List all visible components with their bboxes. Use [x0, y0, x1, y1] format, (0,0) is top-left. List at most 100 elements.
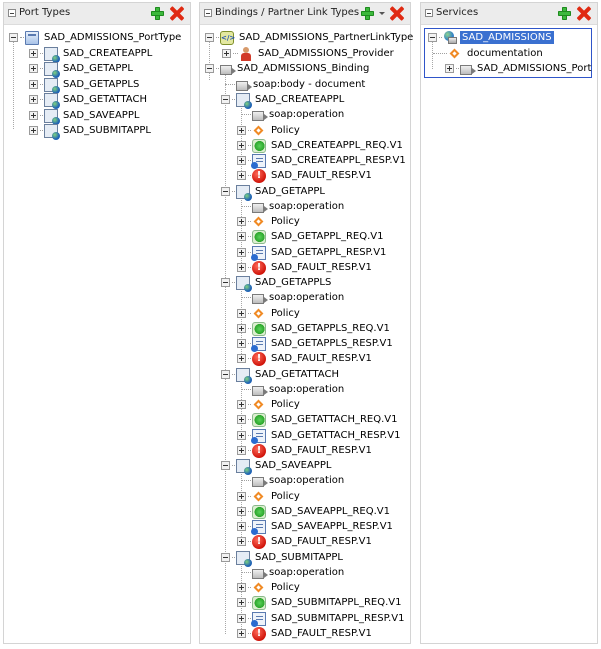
expand-toggle-icon[interactable] [237, 309, 246, 318]
expand-toggle-icon[interactable] [237, 507, 246, 516]
expand-toggle-icon[interactable] [237, 492, 246, 501]
add-port-type-icon[interactable] [150, 6, 165, 21]
tree-node-req[interactable]: SAD_GETAPPLS_REQ.V1 [237, 321, 392, 336]
tree-node-policy[interactable]: Policy [237, 580, 302, 595]
expand-toggle-icon[interactable] [237, 171, 246, 180]
expand-toggle-icon[interactable] [237, 614, 246, 623]
tree-node-req[interactable]: SAD_GETATTACH_REQ.V1 [237, 412, 400, 427]
add-service-icon[interactable] [557, 6, 572, 21]
expand-toggle-icon[interactable] [237, 583, 246, 592]
tree-node-fault[interactable]: SAD_FAULT_RESP.V1 [237, 534, 374, 549]
tree-node-soap-operation[interactable]: soap:operation [241, 290, 346, 305]
expand-toggle-icon[interactable] [237, 339, 246, 348]
expand-toggle-icon[interactable] [237, 263, 246, 272]
tree-node-resp[interactable]: SAD_SAVEAPPL_RESP.V1 [237, 519, 395, 535]
tree-node-port[interactable]: SAD_ADMISSIONS_Port [445, 61, 593, 76]
collapse-toggle-icon[interactable] [221, 187, 230, 196]
collapse-toggle-icon[interactable] [205, 33, 214, 42]
expand-toggle-icon[interactable] [237, 156, 246, 165]
tree-node-operation[interactable]: SAD_SAVEAPPL [29, 108, 141, 125]
tree-node-policy[interactable]: Policy [237, 489, 302, 504]
tree-node-porttype[interactable]: SAD_ADMISSIONS_PortType [9, 30, 183, 45]
expand-toggle-icon[interactable] [29, 64, 38, 73]
tree-node-resp[interactable]: SAD_CREATEAPPL_RESP.V1 [237, 153, 408, 169]
tree-node-policy[interactable]: Policy [237, 306, 302, 321]
collapse-toggle-icon[interactable] [428, 33, 437, 42]
tree-node-operation[interactable]: SAD_GETAPPL [29, 61, 135, 78]
tree-node-fault[interactable]: SAD_FAULT_RESP.V1 [237, 626, 374, 641]
tree-node-resp[interactable]: SAD_SUBMITAPPL_RESP.V1 [237, 611, 406, 627]
expand-toggle-icon[interactable] [29, 95, 38, 104]
collapse-toggle-icon[interactable] [221, 553, 230, 562]
tree-node-documentation[interactable]: documentation [433, 46, 545, 61]
tree-node-provider-role[interactable]: SAD_ADMISSIONS_Provider [222, 46, 396, 61]
expand-toggle-icon[interactable] [237, 141, 246, 150]
collapse-toggle-icon[interactable] [221, 95, 230, 104]
tree-node-binding[interactable]: SAD_ADMISSIONS_Binding [205, 61, 371, 76]
expand-toggle-icon[interactable] [237, 400, 246, 409]
add-binding-icon[interactable] [360, 6, 375, 21]
expand-toggle-icon[interactable] [29, 49, 38, 58]
delete-service-icon[interactable] [576, 6, 591, 21]
collapse-toggle-icon[interactable] [221, 461, 230, 470]
tree-node-binding-operation[interactable]: SAD_CREATEAPPL [221, 92, 346, 109]
tree-node-binding-operation[interactable]: SAD_GETATTACH [221, 367, 341, 384]
expand-toggle-icon[interactable] [237, 522, 246, 531]
tree-node-req[interactable]: SAD_CREATEAPPL_REQ.V1 [237, 138, 405, 153]
tree-node-binding-operation[interactable]: SAD_SAVEAPPL [221, 458, 333, 475]
expand-toggle-icon[interactable] [237, 232, 246, 241]
tree-node-partner-link-type[interactable]: </> SAD_ADMISSIONS_PartnerLinkType [205, 30, 415, 45]
collapse-section-icon[interactable] [204, 9, 212, 17]
expand-toggle-icon[interactable] [29, 80, 38, 89]
tree-node-resp[interactable]: SAD_GETAPPLS_RESP.V1 [237, 336, 395, 352]
expand-toggle-icon[interactable] [237, 537, 246, 546]
tree-node-soap-body[interactable]: soap:body - document [225, 77, 367, 92]
tree-node-req[interactable]: SAD_GETAPPL_REQ.V1 [237, 229, 385, 244]
delete-binding-icon[interactable] [389, 6, 404, 21]
tree-node-soap-operation[interactable]: soap:operation [241, 473, 346, 488]
add-dropdown-chevron-icon[interactable] [379, 6, 385, 21]
tree-node-soap-operation[interactable]: soap:operation [241, 107, 346, 122]
expand-toggle-icon[interactable] [222, 49, 231, 58]
expand-toggle-icon[interactable] [445, 64, 454, 73]
tree-node-fault[interactable]: SAD_FAULT_RESP.V1 [237, 351, 374, 366]
collapse-section-icon[interactable] [8, 9, 16, 17]
collapse-toggle-icon[interactable] [221, 278, 230, 287]
delete-port-type-icon[interactable] [169, 6, 184, 21]
expand-toggle-icon[interactable] [237, 248, 246, 257]
tree-node-soap-operation[interactable]: soap:operation [241, 565, 346, 580]
tree-node-policy[interactable]: Policy [237, 123, 302, 138]
tree-node-operation[interactable]: SAD_GETAPPLS [29, 77, 141, 94]
tree-node-operation[interactable]: SAD_CREATEAPPL [29, 46, 154, 63]
expand-toggle-icon[interactable] [237, 431, 246, 440]
tree-node-service[interactable]: SAD_ADMISSIONS [428, 30, 554, 45]
tree-node-fault[interactable]: SAD_FAULT_RESP.V1 [237, 168, 374, 183]
collapse-toggle-icon[interactable] [205, 64, 214, 73]
tree-node-operation[interactable]: SAD_SUBMITAPPL [29, 123, 153, 140]
collapse-section-icon[interactable] [425, 9, 433, 17]
tree-node-fault[interactable]: SAD_FAULT_RESP.V1 [237, 260, 374, 275]
tree-node-req[interactable]: SAD_SAVEAPPL_REQ.V1 [237, 504, 392, 519]
collapse-toggle-icon[interactable] [9, 33, 18, 42]
collapse-toggle-icon[interactable] [221, 370, 230, 379]
expand-toggle-icon[interactable] [29, 126, 38, 135]
expand-toggle-icon[interactable] [29, 111, 38, 120]
tree-node-binding-operation[interactable]: SAD_SUBMITAPPL [221, 550, 345, 567]
expand-toggle-icon[interactable] [237, 354, 246, 363]
expand-toggle-icon[interactable] [237, 629, 246, 638]
tree-node-soap-operation[interactable]: soap:operation [241, 199, 346, 214]
tree-node-fault[interactable]: SAD_FAULT_RESP.V1 [237, 443, 374, 458]
tree-node-binding-operation[interactable]: SAD_GETAPPLS [221, 275, 333, 292]
expand-toggle-icon[interactable] [237, 217, 246, 226]
tree-node-operation[interactable]: SAD_GETATTACH [29, 92, 149, 109]
tree-node-soap-operation[interactable]: soap:operation [241, 382, 346, 397]
tree-node-binding-operation[interactable]: SAD_GETAPPL [221, 184, 327, 201]
expand-toggle-icon[interactable] [237, 598, 246, 607]
expand-toggle-icon[interactable] [237, 126, 246, 135]
expand-toggle-icon[interactable] [237, 324, 246, 333]
tree-node-policy[interactable]: Policy [237, 397, 302, 412]
tree-node-policy[interactable]: Policy [237, 214, 302, 229]
tree-node-req[interactable]: SAD_SUBMITAPPL_REQ.V1 [237, 595, 404, 610]
expand-toggle-icon[interactable] [237, 415, 246, 424]
tree-node-resp[interactable]: SAD_GETATTACH_RESP.V1 [237, 428, 402, 444]
